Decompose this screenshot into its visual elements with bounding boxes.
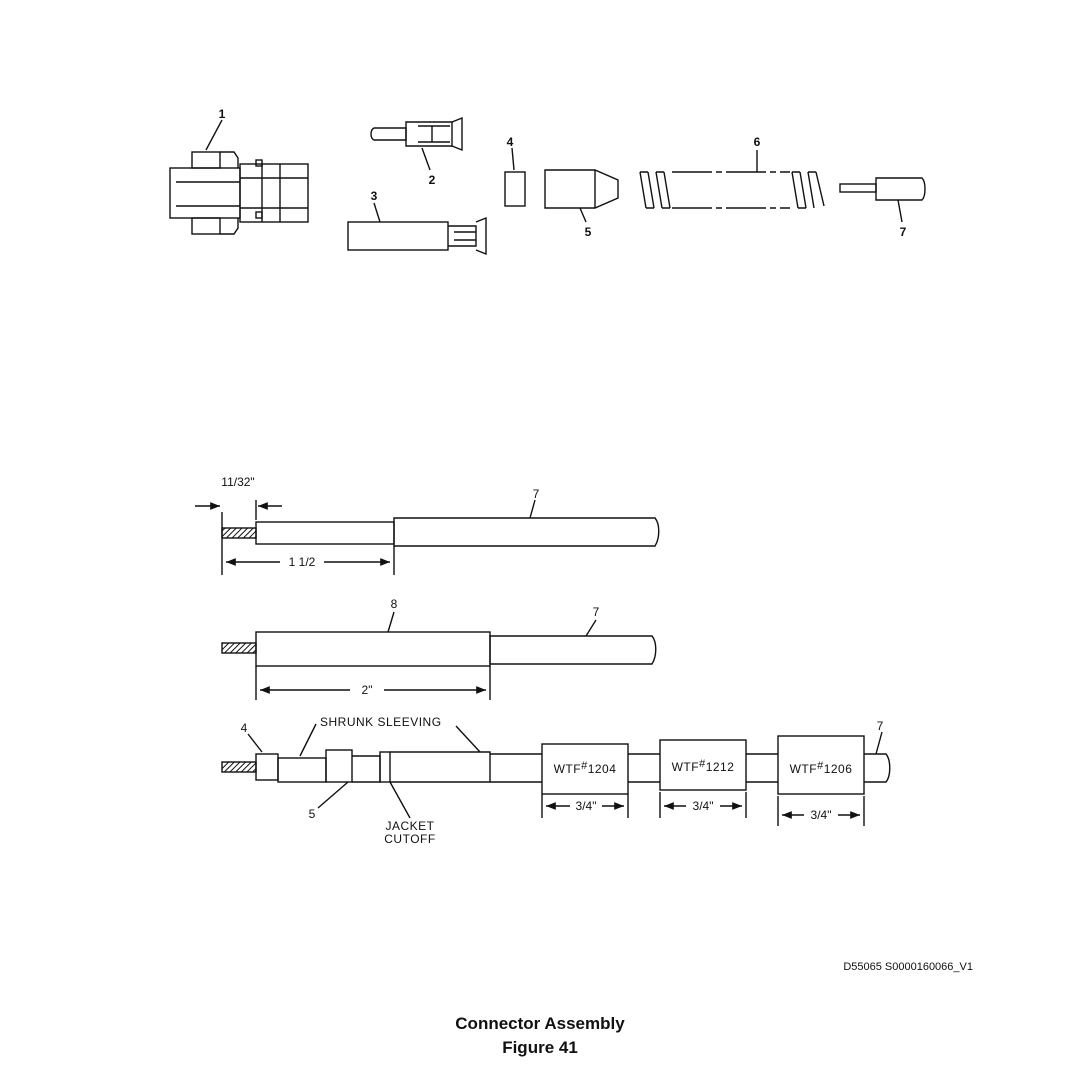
callout-4: 4: [507, 135, 514, 149]
part-1-connector-body: [169, 151, 309, 235]
sleeve-dimension: 2": [362, 683, 373, 697]
callout-7: 7: [900, 225, 907, 239]
figure-title: Connector Assembly: [455, 1014, 625, 1033]
cable-prep-step-1: [195, 499, 660, 575]
sleeve-callout: 8: [391, 597, 398, 611]
part-2-pin-contact: [370, 116, 463, 152]
marker-1212: WTF#1212: [672, 758, 735, 774]
marker-1204: WTF#1204: [554, 760, 617, 776]
shrunk-sleeving-label: SHRUNK SLEEVING: [320, 715, 442, 729]
part-4-ferrule: [504, 171, 526, 207]
callout-2: 2: [429, 173, 436, 187]
jacket-cutoff-label-1: JACKET: [385, 819, 434, 833]
strip-dimension: 11/32": [221, 475, 254, 489]
callout-6: 6: [754, 135, 761, 149]
callout-5: 5: [585, 225, 592, 239]
part-6-spring: [639, 171, 825, 209]
part-3-socket-contact: [347, 216, 487, 256]
jacket-cutoff-label-2: CUTOFF: [384, 832, 435, 846]
part-7-cable: [839, 177, 926, 201]
marker-1206-dimension: 3/4": [811, 808, 832, 822]
marker-1206: WTF#1206: [790, 760, 853, 776]
step1-cable-callout: 7: [533, 487, 540, 501]
step3-callout-5: 5: [309, 807, 316, 821]
marker-1204-dimension: 3/4": [576, 799, 597, 813]
part-5-sleeve: [544, 169, 619, 209]
cable-prep-step-3: [221, 723, 891, 826]
figure-number: Figure 41: [502, 1038, 578, 1057]
jacket-dimension: 1 1/2: [289, 555, 316, 569]
cable-prep-step-2: [221, 611, 657, 700]
step3-callout-7: 7: [877, 719, 884, 733]
step3-callout-4: 4: [241, 721, 248, 735]
step2-cable-callout: 7: [593, 605, 600, 619]
marker-1212-dimension: 3/4": [693, 799, 714, 813]
reference-code: D55065 S0000160066_V1: [843, 961, 973, 973]
callout-3: 3: [371, 189, 378, 203]
callout-1: 1: [219, 107, 226, 121]
